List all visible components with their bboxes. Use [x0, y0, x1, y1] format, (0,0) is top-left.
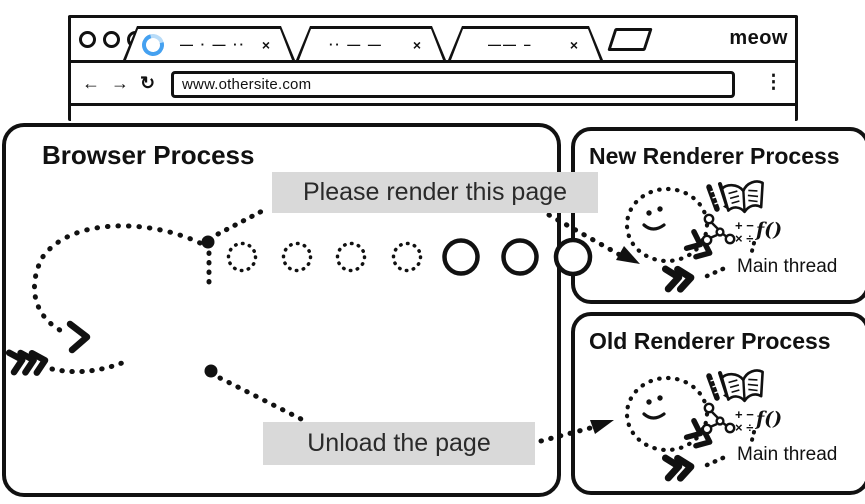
forward-icon[interactable]: → — [111, 73, 129, 93]
chevron-arrow-icon — [683, 418, 713, 449]
browser-window: — · — ·· × ·· — — × —— – × meow — [68, 15, 798, 121]
tab-bar: — · — ·· × ·· — — × —— – × meow — [71, 18, 795, 63]
dotted-loop — [624, 186, 710, 264]
new-tab-button[interactable] — [607, 28, 653, 51]
fast-forward-chevrons-icon — [661, 454, 695, 482]
math-icon: + − — [735, 218, 754, 233]
tab-title-scribble: ·· — — — [328, 37, 383, 52]
math-icon: × ÷ — [735, 231, 753, 246]
loading-spinner-icon — [138, 29, 168, 59]
tab-title-scribble: — · — ·· — [179, 37, 246, 52]
main-thread-label: Main thread — [737, 256, 838, 277]
math-icon: + − — [735, 407, 754, 422]
url-field[interactable]: www.othersite.com — [171, 71, 735, 98]
new-renderer-title: New Renderer Process — [589, 143, 840, 169]
smiley-face-icon — [642, 395, 666, 420]
old-renderer-box: Old Renderer Process — [571, 312, 865, 495]
back-icon[interactable]: ← — [82, 73, 100, 93]
stationery-icon — [706, 371, 729, 401]
dom-tree-icon — [701, 402, 736, 435]
menu-kebab-icon[interactable]: ⋮ — [764, 72, 783, 93]
book-icon — [720, 369, 764, 403]
dotted-loop — [624, 375, 710, 453]
fast-forward-chevrons-icon — [661, 265, 695, 293]
js-function-icon: f() — [754, 219, 782, 241]
old-renderer-title: Old Renderer Process — [589, 328, 831, 354]
render-message-label: Please render this page — [272, 172, 598, 213]
tab-loading[interactable]: — · — ·· × — [123, 26, 295, 60]
stationery-icon — [706, 182, 729, 212]
close-tab-icon[interactable]: × — [412, 36, 421, 53]
smiley-face-icon — [642, 206, 666, 231]
window-button-icon[interactable] — [103, 30, 120, 48]
reload-icon[interactable]: ↻ — [140, 73, 156, 93]
tab-2[interactable]: ·· — — × — [296, 26, 446, 60]
close-tab-icon[interactable]: × — [569, 36, 578, 53]
book-icon — [720, 180, 764, 214]
dotted-trail — [749, 241, 756, 257]
tab-title-scribble: —— – — [487, 37, 533, 52]
dotted-trail — [704, 265, 728, 279]
renderer-thread-illustration: + − × ÷ f() — [624, 369, 782, 482]
tab-3[interactable]: —— – × — [448, 26, 603, 60]
dom-tree-icon — [701, 213, 736, 246]
brand-label: meow — [729, 27, 788, 49]
dotted-trail — [704, 454, 728, 468]
dotted-trail — [749, 430, 756, 446]
nav-bar: ← → ↻ www.othersite.com ⋮ — [71, 63, 795, 106]
unload-message-label: Unload the page — [263, 422, 535, 465]
browser-process-title: Browser Process — [42, 140, 255, 170]
new-renderer-box: New Renderer Process — [571, 127, 865, 304]
chevron-arrow-icon — [683, 229, 713, 260]
main-thread-label: Main thread — [737, 444, 838, 465]
close-tab-icon[interactable]: × — [261, 36, 270, 53]
url-text: www.othersite.com — [182, 76, 312, 93]
math-icon: × ÷ — [735, 420, 753, 435]
renderer-thread-illustration: + − × ÷ f() — [624, 180, 782, 293]
window-button-icon[interactable] — [79, 30, 96, 48]
js-function-icon: f() — [754, 408, 782, 430]
